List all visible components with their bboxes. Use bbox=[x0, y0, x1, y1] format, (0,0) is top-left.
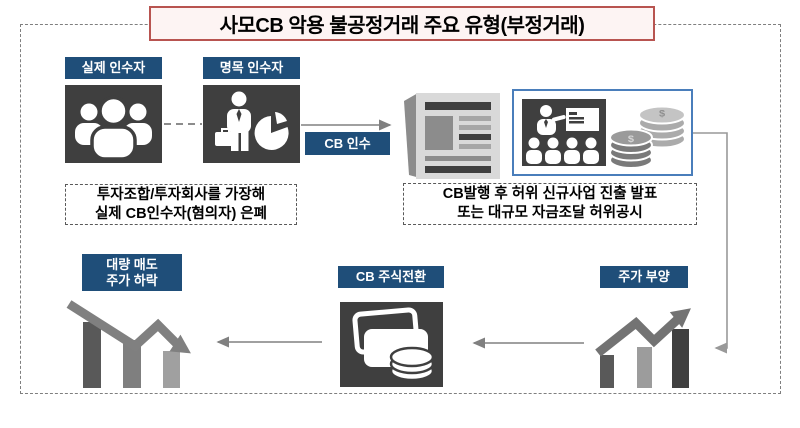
declining-chart-icon bbox=[66, 300, 191, 388]
nominal-acquirer-box bbox=[203, 85, 300, 163]
businessman-pie-icon bbox=[215, 91, 289, 151]
dollar-mark: $ bbox=[659, 109, 665, 119]
coin-stacks-icon: $ $ bbox=[610, 105, 686, 169]
label-nominal-acquirer: 명목 인수자 bbox=[203, 57, 300, 79]
cb-conversion-box bbox=[340, 302, 443, 387]
disclosure-note: CB발행 후 허위 신규사업 진출 발표 또는 대규모 자금조달 허위공시 bbox=[403, 183, 697, 225]
concealment-note: 투자조합/투자회사를 가장해 실제 CB인수자(혐의자) 은폐 bbox=[65, 184, 297, 225]
disclosure-note-line2: 또는 대규모 자금조달 허위공시 bbox=[457, 205, 643, 221]
concealment-note-line1: 투자조합/투자회사를 가장해 bbox=[96, 186, 266, 203]
label-cb-conversion: CB 주식전환 bbox=[338, 266, 444, 288]
disclosure-note-line1: CB발행 후 허위 신규사업 진출 발표 bbox=[442, 186, 658, 202]
dollar-mark: $ bbox=[628, 135, 634, 145]
label-mass-sell-line2: 주가 하락 bbox=[106, 272, 158, 288]
elbow-arrow-to-price-pump bbox=[693, 132, 728, 354]
label-cb-acquisition: CB 인수 bbox=[305, 132, 390, 155]
label-mass-sell: 대량 매도 주가 하락 bbox=[82, 254, 182, 291]
label-actual-acquirer: 실제 인수자 bbox=[65, 57, 162, 79]
newspaper-icon bbox=[404, 93, 500, 179]
false-disclosure-box: $ $ bbox=[512, 89, 693, 176]
label-mass-sell-line1: 대량 매도 bbox=[106, 256, 158, 272]
rising-chart-icon bbox=[595, 308, 691, 388]
label-price-pump: 주가 부양 bbox=[600, 266, 688, 288]
presentation-icon bbox=[526, 105, 599, 164]
cards-coins-icon bbox=[352, 307, 435, 382]
presentation-box bbox=[522, 99, 606, 166]
page-title: 사모CB 악용 불공정거래 주요 유형(부정거래) bbox=[149, 6, 655, 41]
actual-acquirer-box bbox=[65, 85, 162, 163]
concealment-note-line2: 실제 CB인수자(혐의자) 은폐 bbox=[94, 205, 268, 222]
people-group-icon bbox=[75, 95, 152, 161]
